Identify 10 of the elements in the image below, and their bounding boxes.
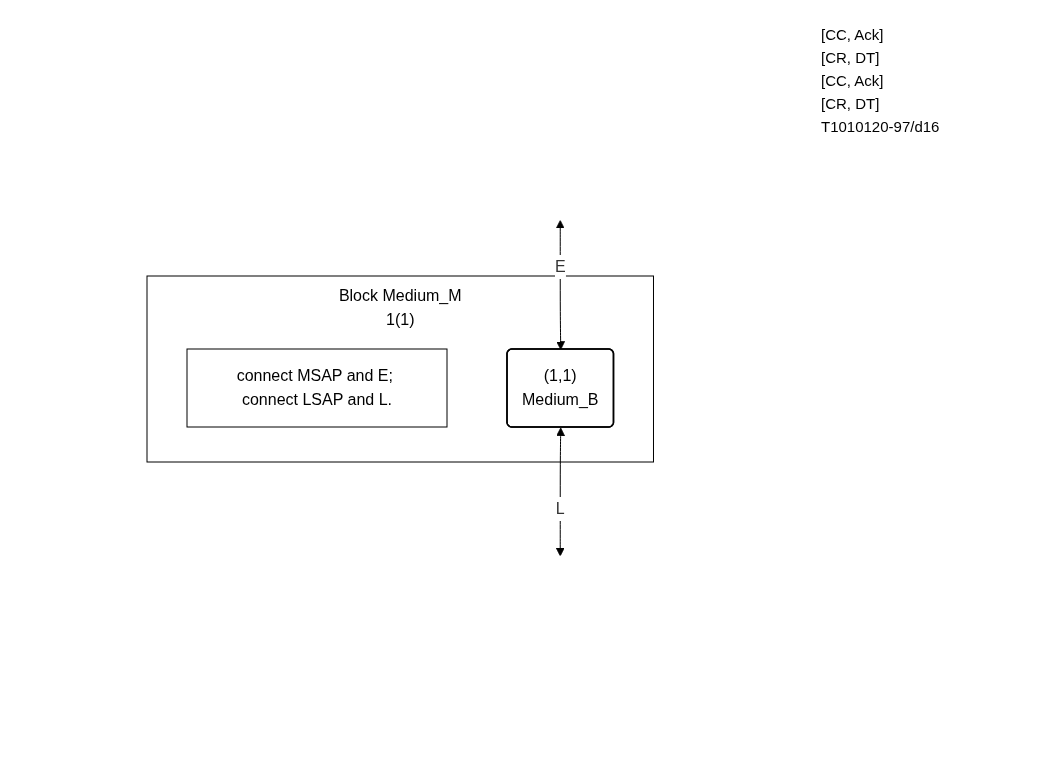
arrow xyxy=(556,427,566,557)
note-label: [CR, DT] xyxy=(821,95,881,112)
edge-label: L xyxy=(556,500,565,517)
note-label: [CR, DT] xyxy=(821,49,881,66)
arrow xyxy=(556,220,566,350)
note-label: [CC, Ack] xyxy=(821,26,885,43)
note-label: T1010120-97/d16 xyxy=(821,118,941,135)
edge-label: E xyxy=(555,258,566,275)
node-box: connect MSAP and E; connect LSAP and L. xyxy=(186,348,448,428)
note-label: [CC, Ack] xyxy=(821,72,885,89)
